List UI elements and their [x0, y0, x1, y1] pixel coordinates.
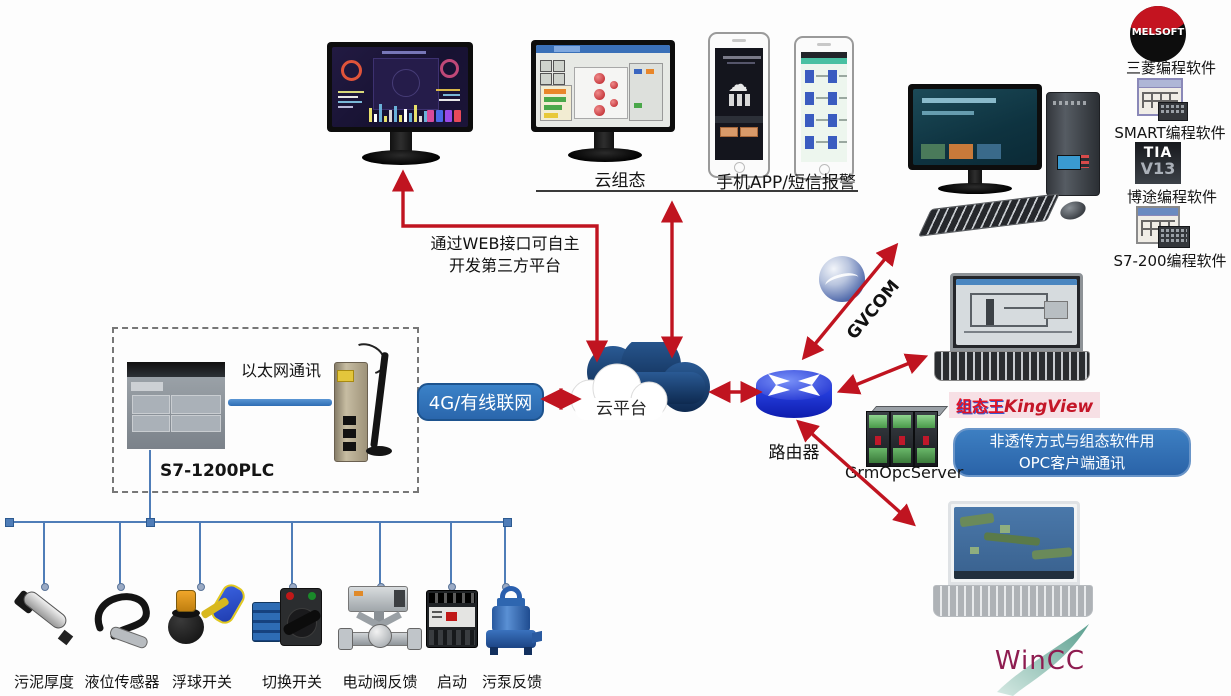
s7200-plc-mini-icon	[1158, 226, 1190, 248]
changeover-switch-icon	[252, 586, 336, 666]
s7200-software-label: S7-200编程软件	[1113, 252, 1227, 270]
router-icon	[756, 370, 832, 418]
bus-junction	[146, 518, 155, 527]
cloud-platform-icon: 云平台	[570, 342, 710, 420]
wincc-swoosh-icon	[997, 624, 1089, 696]
pc-screen	[913, 89, 1037, 165]
level-sensor-icon	[84, 586, 160, 666]
bus-drop	[291, 523, 293, 585]
device-label: 切换开关	[261, 673, 322, 691]
float-switch-icon	[164, 580, 249, 666]
melsoft-logo: MELSOFT	[1130, 6, 1186, 62]
motor-valve-icon	[336, 586, 424, 666]
bus-end-connector	[5, 518, 14, 527]
plc-name-label: S7-1200PLC	[160, 461, 275, 481]
s7-1200-plc-icon	[127, 362, 225, 450]
pc-tower	[1046, 92, 1100, 196]
smart-software-label: SMART编程软件	[1114, 124, 1226, 142]
wincc-logo-text: WinCC	[994, 646, 1086, 676]
ethernet-link-line	[228, 399, 332, 406]
wincc-logo: WinCC	[985, 624, 1095, 696]
phones-label: 手机APP/短信报警	[716, 173, 856, 193]
phone-app-icon: ☁	[708, 32, 770, 178]
device-label: 液位传感器	[84, 673, 160, 691]
arrow-router-to-kingview-laptop	[836, 353, 929, 395]
bus-drop	[43, 523, 45, 585]
kingview-logo: 组态王KingView	[949, 392, 1101, 418]
bus-drop	[504, 523, 506, 585]
starter-contactor-icon	[420, 586, 484, 666]
device-label: 污泵反馈	[481, 673, 542, 691]
opc-note-box: 非透传方式与组态软件用 OPC客户端通讯	[953, 428, 1191, 477]
sludge-thickness-sensor-icon	[8, 586, 82, 666]
phone-sms-icon	[794, 36, 854, 180]
device-label: 电动阀反馈	[342, 673, 418, 691]
bus-drop	[379, 523, 381, 585]
smart-plc-mini-icon	[1158, 102, 1188, 121]
bus-drop	[119, 523, 121, 585]
web-api-note: 通过WEB接口可自主 开发第三方平台	[430, 234, 580, 275]
bus-drop	[450, 523, 452, 585]
router-label: 路由器	[768, 443, 820, 463]
io-bus-line	[8, 521, 508, 523]
melsoft-logo-text: MELSOFT	[1131, 27, 1185, 38]
cloud-glyph-icon: ☁	[728, 72, 748, 96]
tia-portal-icon: TIA V13	[1135, 142, 1181, 184]
opc-server-label: GrmOpcServer	[845, 463, 964, 482]
wan-mode-button: 4G/有线联网	[417, 383, 544, 421]
cloud-scada-label: 云组态	[594, 171, 646, 191]
mitsubishi-software-label: 三菱编程软件	[1125, 59, 1216, 77]
dashboard-screen	[332, 47, 468, 127]
sewage-pump-icon	[478, 586, 544, 666]
cloud-platform-label: 云平台	[596, 399, 647, 419]
scada-screen	[536, 45, 670, 127]
ethernet-label: 以太网通讯	[240, 361, 321, 380]
plc-bus-riser	[149, 450, 151, 523]
tia-software-label: 博途编程软件	[1126, 188, 1217, 206]
bus-drop	[199, 523, 201, 585]
device-label: 浮球开关	[171, 673, 232, 691]
mouse-icon	[1058, 198, 1088, 223]
4g-modem-icon	[334, 337, 394, 462]
gvcom-globe-icon	[819, 256, 865, 302]
device-label: 污泥厚度	[13, 673, 74, 691]
keyboard-icon	[918, 193, 1060, 237]
group-underline	[536, 190, 858, 192]
bus-end-connector	[503, 518, 512, 527]
device-label: 启动	[436, 673, 467, 691]
